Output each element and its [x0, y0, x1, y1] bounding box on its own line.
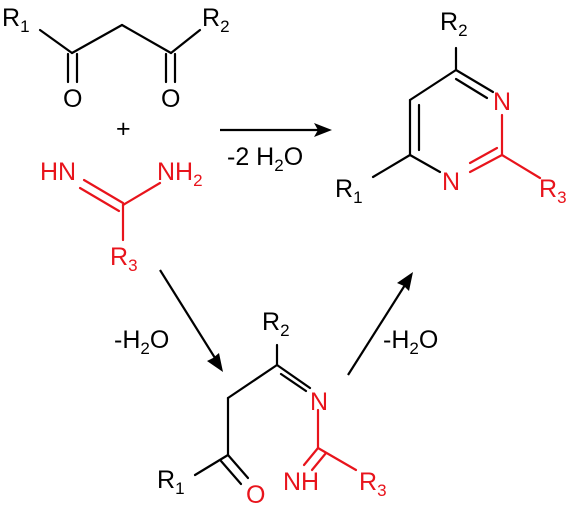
- diketone-r1-label: R1: [2, 4, 30, 36]
- direct-arrow: -2 H2O: [220, 123, 332, 175]
- intermediate-r1-label: R1: [157, 466, 185, 498]
- step1-arrow: -H2O: [114, 269, 223, 372]
- intermediate-r2-label: R2: [262, 308, 290, 340]
- intermediate-o-label: O: [246, 481, 265, 509]
- intermediate-n-label: N: [310, 388, 328, 416]
- intermediate: R2 N R1 O NH R3: [157, 308, 387, 509]
- product-n-bottom-label: N: [442, 168, 460, 196]
- product-r1-label: R1: [335, 175, 363, 207]
- step1-arrow-label: -H2O: [114, 326, 169, 358]
- diketone-r2-label: R2: [202, 4, 230, 36]
- intermediate-nh-label: NH: [283, 468, 319, 496]
- pyrimidine-product: R2 N N R1 R3: [335, 8, 567, 207]
- amidine-nh2-label: NH2: [157, 158, 203, 190]
- intermediate-r3-label: R3: [359, 468, 387, 500]
- amidine-hn-label: HN: [40, 158, 76, 186]
- product-n-top-label: N: [493, 88, 511, 116]
- plus-sign: +: [116, 115, 131, 143]
- amidine: HN NH2 R3: [40, 158, 203, 275]
- step2-arrow-label: -H2O: [383, 326, 438, 358]
- product-r3-label: R3: [539, 175, 567, 207]
- step2-arrow: -H2O: [347, 272, 438, 376]
- diketone-o-right-label: O: [161, 85, 180, 113]
- product-r2-label: R2: [440, 8, 468, 40]
- diketone-o-left-label: O: [63, 85, 82, 113]
- amidine-r3-label: R3: [110, 243, 138, 275]
- direct-arrow-label: -2 H2O: [227, 143, 303, 175]
- diketone: R1 R2 O O: [2, 4, 230, 113]
